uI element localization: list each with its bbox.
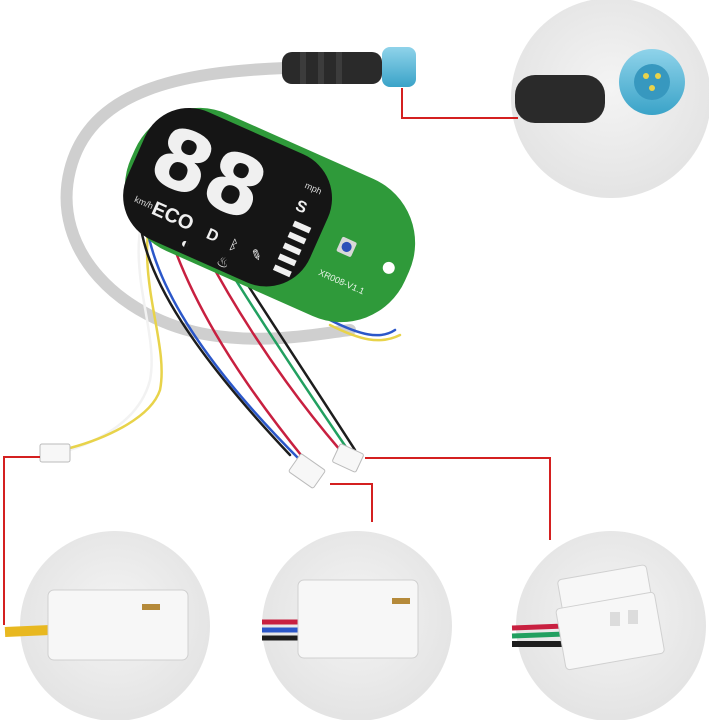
plug-3pin	[288, 453, 326, 489]
mount-hole	[382, 261, 395, 274]
zoom-plug-3pin	[262, 579, 419, 659]
button-knob	[341, 241, 352, 252]
zoom-main-connector	[515, 49, 685, 123]
plug-4pin	[332, 443, 364, 473]
zoom-plug-2pin	[4, 589, 189, 661]
zoom-plug-4pin	[511, 564, 665, 671]
temperature-icon: ♨	[214, 252, 232, 272]
plug-2pin	[39, 443, 71, 463]
callout-lines	[3, 88, 551, 625]
detail-circle-main-connector	[511, 0, 709, 198]
battery-bars	[272, 220, 312, 278]
main-connector	[282, 47, 416, 87]
pcb-board: 88 mph km/h ECO D S ᛒ ✎ ◐ ♨ XR008-V1.1	[123, 107, 416, 323]
